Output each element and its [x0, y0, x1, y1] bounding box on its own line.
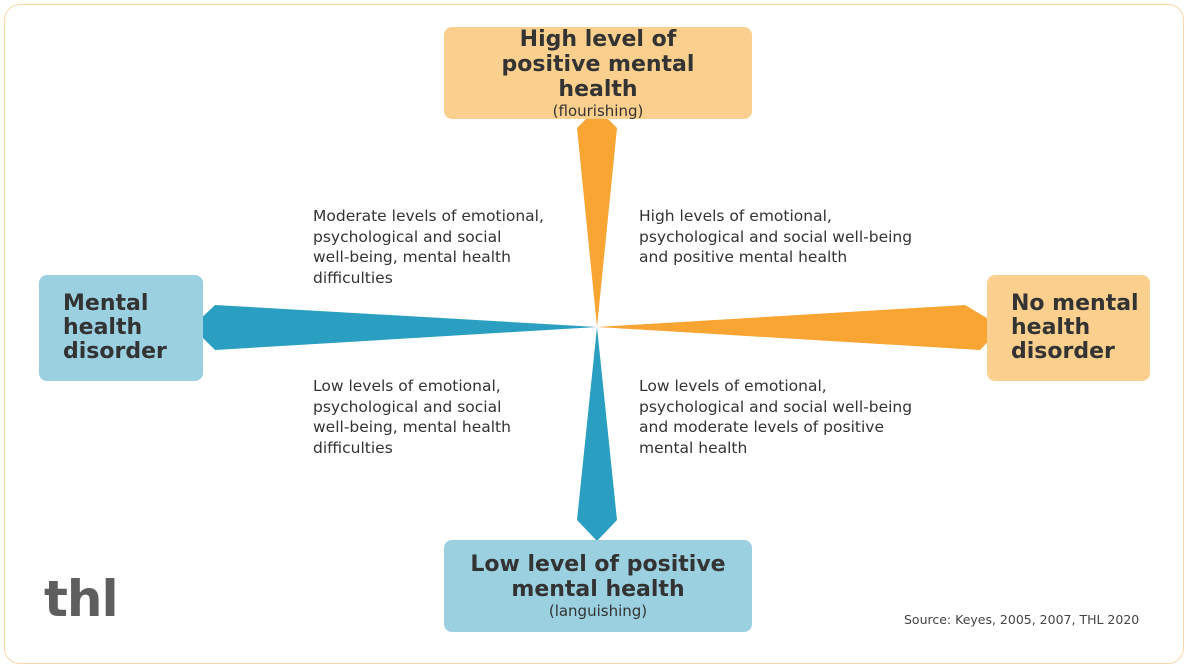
- quadrant-top-right-text: High levels of emotional, psychological …: [639, 207, 913, 266]
- box-title: High level of positive mental health: [501, 26, 695, 102]
- quadrant-bottom-right-text: Low levels of emotional, psychological a…: [639, 377, 913, 457]
- box-title: Low level of positive mental health: [470, 552, 726, 602]
- arrow-left: [192, 305, 597, 350]
- arrow-right: [597, 305, 1002, 350]
- arrow-down: [577, 327, 617, 541]
- quadrant-bottom-left-text: Low levels of emotional, psychological a…: [313, 377, 511, 457]
- box-title: Mental health disorder: [63, 291, 167, 364]
- diagram-frame: [4, 4, 1184, 664]
- high-positive-mental-health-box: High level of positive mental health (fl…: [444, 26, 752, 120]
- box-subtitle: (languishing): [548, 602, 648, 620]
- box-title: No mental health disorder: [1011, 291, 1139, 364]
- low-positive-mental-health-box: Low level of positive mental health (lan…: [444, 540, 752, 632]
- box-subtitle: (flourishing): [552, 101, 644, 120]
- quadrant-top-left-text: Moderate levels of emotional, psychologi…: [313, 207, 544, 287]
- arrow-up: [577, 108, 617, 327]
- mental-health-disorder-box: Mental health disorder: [39, 275, 203, 381]
- no-mental-health-disorder-box: No mental health disorder: [987, 275, 1150, 381]
- thl-logo: thl: [44, 570, 119, 628]
- source-note: Source: Keyes, 2005, 2007, THL 2020: [904, 612, 1140, 627]
